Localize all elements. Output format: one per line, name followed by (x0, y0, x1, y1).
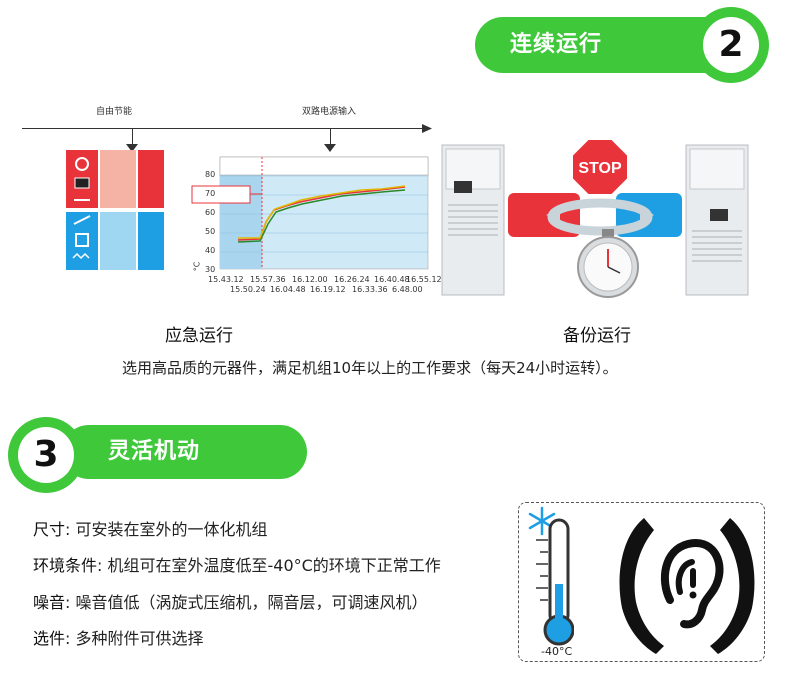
right-cabinet-unit (685, 144, 749, 296)
feature-separator: : (65, 520, 71, 539)
feature-value: 机组可在室外温度低至-40°C的环境下正常工作 (102, 556, 441, 575)
section-2-number: 2 (703, 17, 759, 73)
panel-status-icons (72, 157, 91, 260)
feature-key: 噪音 (33, 593, 66, 612)
chart-annotation-box (191, 185, 251, 204)
feature-key: 选件 (33, 629, 66, 648)
timeline-tick (132, 128, 133, 148)
section-3-header-pill (62, 425, 307, 479)
feature-separator: : (65, 629, 71, 648)
x-tick-label: 16.19.12 (310, 285, 346, 294)
panel-cell-red (138, 150, 164, 208)
thermometer-graphic (528, 506, 574, 646)
hands-ear-icon (619, 518, 755, 654)
feature-size: 尺寸: 可安装在室外的一体化机组 (33, 516, 268, 540)
timeline-arrow-icon (324, 144, 336, 152)
thermometer-label: -40°C (541, 645, 573, 658)
feature-value: 多种附件可供选择 (70, 629, 204, 648)
section-2-title: 连续运行 (510, 32, 603, 57)
x-tick-label: 16.26.24 (334, 275, 370, 284)
y-tick-label: 30 (205, 265, 216, 274)
feature-separator: : (65, 593, 71, 612)
caption-emergency-operation: 应急运行 (165, 326, 233, 346)
feature-key: 环境条件 (33, 556, 98, 575)
timeline-label-dual-power: 双路电源输入 (302, 107, 357, 117)
timeline-tick (330, 128, 331, 148)
feature-separator: : (97, 556, 103, 575)
cycle-arrows-icon (546, 198, 654, 236)
stop-sign-text: STOP (578, 160, 622, 177)
timeline-arrow-icon (126, 144, 138, 152)
left-cabinet-unit (441, 144, 505, 296)
temperature-chart (191, 156, 429, 270)
panel-cell-blue (66, 212, 98, 270)
reliability-description: 选用高品质的元器件，满足机组10年以上的工作要求（每天24小时运转）。 (122, 359, 618, 377)
y-axis-unit: °C (192, 261, 202, 272)
feature-value: 噪音值低（涡旋式压缩机，隔音层，可调速风机） (70, 593, 428, 612)
panel-cell-pink (100, 150, 136, 208)
y-tick-label: 70 (205, 189, 216, 198)
chart-highlight-region (220, 157, 262, 269)
section-3-number: 3 (18, 427, 74, 483)
panel-cell-blue (138, 212, 164, 270)
feature-key: 尺寸 (33, 520, 66, 539)
feature-environment: 环境条件: 机组可在室外温度低至-40°C的环境下正常工作 (33, 552, 441, 576)
timeline-line (22, 128, 427, 129)
backup-operation-illustration: STOP (441, 138, 749, 298)
timeline-end-arrow-icon (422, 124, 432, 133)
x-tick-label: 15.50.24 (230, 285, 266, 294)
x-tick-label: 15.57.36 (250, 275, 286, 284)
chart-header-box (219, 156, 429, 176)
x-tick-label: 16.04.48 (270, 285, 306, 294)
caption-backup-operation: 备份运行 (563, 326, 631, 346)
feature-noise: 噪音: 噪音值低（涡旋式压缩机，隔音层，可调速风机） (33, 589, 428, 613)
control-panel-graphic (66, 150, 164, 270)
x-tick-label: 16.55.12 (406, 275, 442, 284)
x-tick-label: 15.43.12 (208, 275, 244, 284)
y-tick-label: 40 (205, 246, 216, 255)
x-tick-label: 6.48.00 (392, 285, 423, 294)
thermometer-icon (536, 518, 574, 646)
x-tick-label: 16.33.36 (352, 285, 388, 294)
y-tick-label: 80 (205, 170, 216, 179)
panel-cell-light-blue (100, 212, 136, 270)
stopwatch-icon (577, 229, 639, 298)
chart-series-green (237, 189, 406, 243)
feature-value: 可安装在室外的一体化机组 (70, 520, 268, 539)
chart-series-yellow (238, 185, 406, 239)
y-tick-label: 60 (205, 208, 216, 217)
x-tick-label: 16.12.00 (292, 275, 328, 284)
x-tick-label: 16.40.48 (374, 275, 410, 284)
y-tick-label: 50 (205, 227, 216, 236)
section-3-title: 灵活机动 (108, 439, 201, 464)
feature-options: 选件: 多种附件可供选择 (33, 625, 204, 649)
timeline-label-free-cooling: 自由节能 (96, 107, 133, 117)
stop-sign-icon: STOP (571, 138, 629, 196)
